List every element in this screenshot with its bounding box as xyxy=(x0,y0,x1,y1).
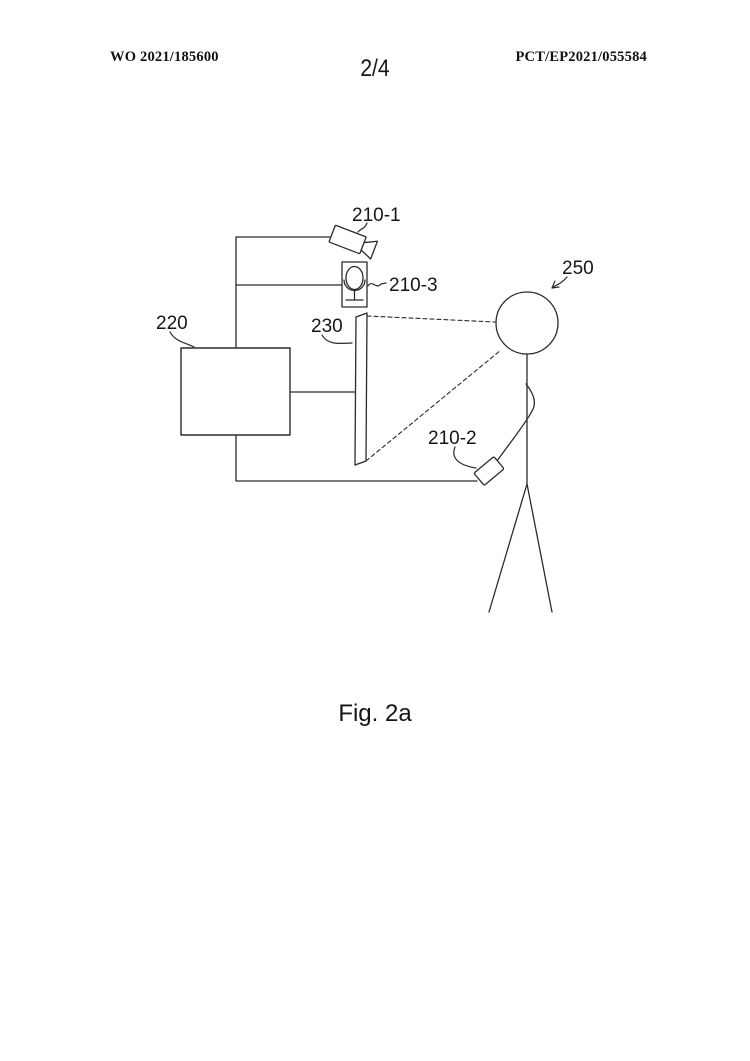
connection-wires xyxy=(235,236,478,482)
publication-number: WO 2021/185600 xyxy=(110,49,219,65)
leader-user-arrowhead xyxy=(551,280,560,289)
gaze-dashed-line-bottom xyxy=(365,349,502,462)
label-microphone: 210-3 xyxy=(389,275,438,296)
leader-microphone xyxy=(367,282,387,287)
sheet-page-indicator: 2/4 xyxy=(360,55,390,82)
person-figure xyxy=(488,291,559,613)
label-screen: 230 xyxy=(311,316,343,337)
figure-2a-diagram: 210-1 210-3 220 230 210-2 250 xyxy=(156,205,594,613)
person-head xyxy=(495,291,559,355)
leader-user-arrow xyxy=(552,276,568,288)
label-camera: 210-1 xyxy=(352,205,401,226)
screen-panel xyxy=(354,312,368,466)
camera-icon xyxy=(328,224,379,260)
label-computer: 220 xyxy=(156,313,188,334)
leader-handheld xyxy=(453,446,477,469)
person-legs xyxy=(488,483,553,613)
gaze-dashed-line-top xyxy=(366,315,496,323)
label-handheld: 210-2 xyxy=(428,428,477,449)
person-arm xyxy=(496,383,536,462)
computer-box xyxy=(180,347,291,436)
handheld-device-icon xyxy=(473,456,505,486)
label-user: 250 xyxy=(562,258,594,279)
leader-computer xyxy=(169,331,195,348)
application-number: PCT/EP2021/055584 xyxy=(515,49,647,65)
leader-screen xyxy=(321,334,353,345)
leader-camera xyxy=(357,222,368,233)
figure-caption: Fig. 2a xyxy=(338,700,412,727)
microphone-icon xyxy=(341,261,368,308)
label-leader-lines xyxy=(169,222,568,469)
